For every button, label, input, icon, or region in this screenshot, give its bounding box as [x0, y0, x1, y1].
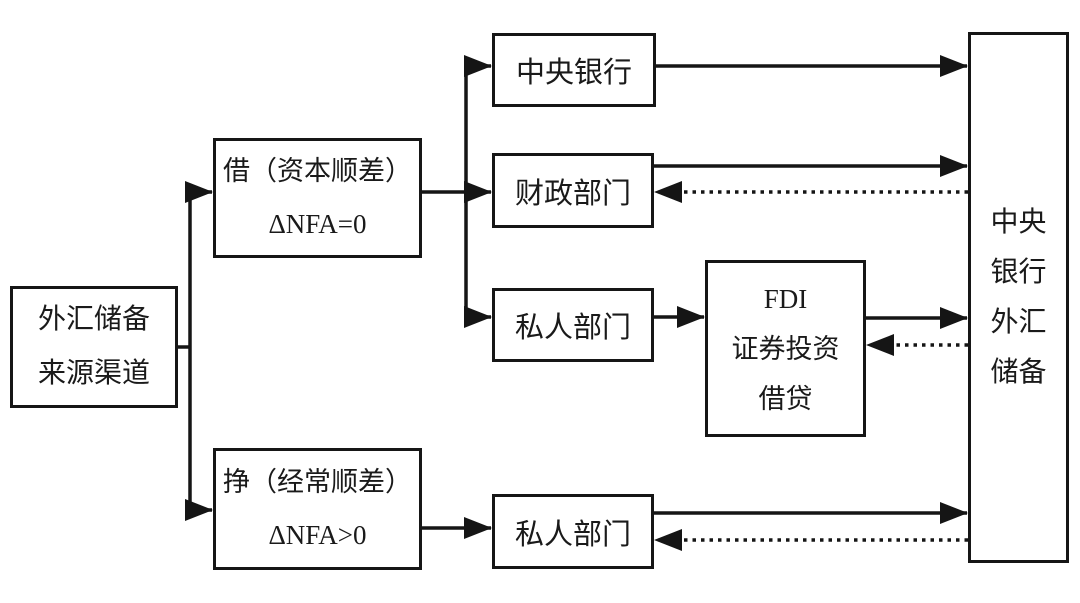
node-private-sector-current: 私人部门 — [492, 494, 654, 569]
node-central-bank-label: 中央银行 — [515, 57, 632, 89]
node-central-bank: 中央银行 — [492, 33, 656, 107]
node-borrow-capital-surplus: 借（资本顺差） ΔNFA=0 — [213, 138, 422, 258]
node-private-sector-capital-label: 私人部门 — [514, 312, 631, 344]
node-private-sector-capital: 私人部门 — [492, 288, 654, 362]
node-borrow-capital-surplus-label: 借（资本顺差） ΔNFA=0 — [223, 156, 412, 239]
node-central-bank-fx-reserves: 中央 银行 外汇 储备 — [968, 32, 1069, 563]
node-fx-reserve-source-channels: 外汇储备 来源渠道 — [10, 286, 178, 408]
node-central-bank-fx-reserves-label: 中央 银行 外汇 储备 — [990, 206, 1047, 388]
node-earn-current-surplus: 挣（经常顺差） ΔNFA>0 — [213, 448, 422, 570]
node-fx-reserve-source-channels-label: 外汇储备 来源渠道 — [37, 304, 150, 389]
node-fdi-securities-lending: FDI 证券投资 借贷 — [705, 260, 866, 437]
node-fiscal-department: 财政部门 — [492, 153, 654, 228]
node-private-sector-current-label: 私人部门 — [514, 518, 631, 551]
node-earn-current-surplus-label: 挣（经常顺差） ΔNFA>0 — [223, 467, 412, 550]
node-fdi-securities-lending-label: FDI 证券投资 借贷 — [731, 283, 840, 414]
node-fiscal-department-label: 财政部门 — [514, 177, 631, 210]
